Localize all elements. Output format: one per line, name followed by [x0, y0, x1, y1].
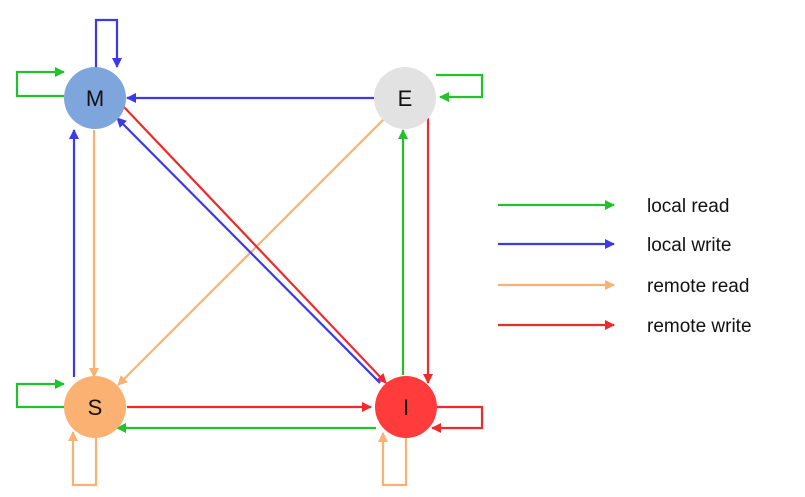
- legend: local read local write remote read remot…: [498, 196, 752, 337]
- state-i: I: [375, 376, 437, 438]
- state-s-label: S: [88, 395, 103, 420]
- edge-i-i-remote-read: [378, 432, 408, 487]
- state-e-circle: [374, 67, 436, 129]
- state-e-label: E: [398, 86, 413, 111]
- legend-item-local-read: local read: [498, 196, 729, 217]
- state-s: S: [64, 376, 126, 438]
- edge-s-s-local-read: [15, 379, 65, 409]
- legend-label-remote-read: remote read: [647, 276, 749, 297]
- legend-item-remote-read: remote read: [498, 276, 749, 297]
- edge-m-m-local-write: [94, 18, 122, 72]
- legend-item-local-write: local write: [498, 235, 731, 256]
- state-i-circle: [375, 376, 437, 438]
- edge-m-i-remote-write: [122, 105, 387, 384]
- state-i-label: I: [403, 395, 409, 420]
- edge-e-e-local-read: [436, 73, 484, 102]
- edge-s-s-remote-read: [68, 431, 98, 487]
- state-s-circle: [64, 376, 126, 438]
- edge-i-i-remote-write: [431, 405, 484, 433]
- state-e: E: [374, 67, 436, 129]
- edge-m-m-local-read: [15, 67, 65, 98]
- edge-e-s-remote-read: [117, 117, 386, 386]
- legend-label-local-read: local read: [647, 196, 729, 217]
- state-m-circle: [64, 67, 126, 129]
- legend-item-remote-write: remote write: [498, 316, 752, 337]
- legend-label-remote-write: remote write: [647, 316, 752, 337]
- edge-i-m-local-write: [116, 117, 381, 384]
- state-m: M: [64, 67, 126, 129]
- state-m-label: M: [86, 86, 104, 111]
- legend-label-local-write: local write: [647, 235, 731, 256]
